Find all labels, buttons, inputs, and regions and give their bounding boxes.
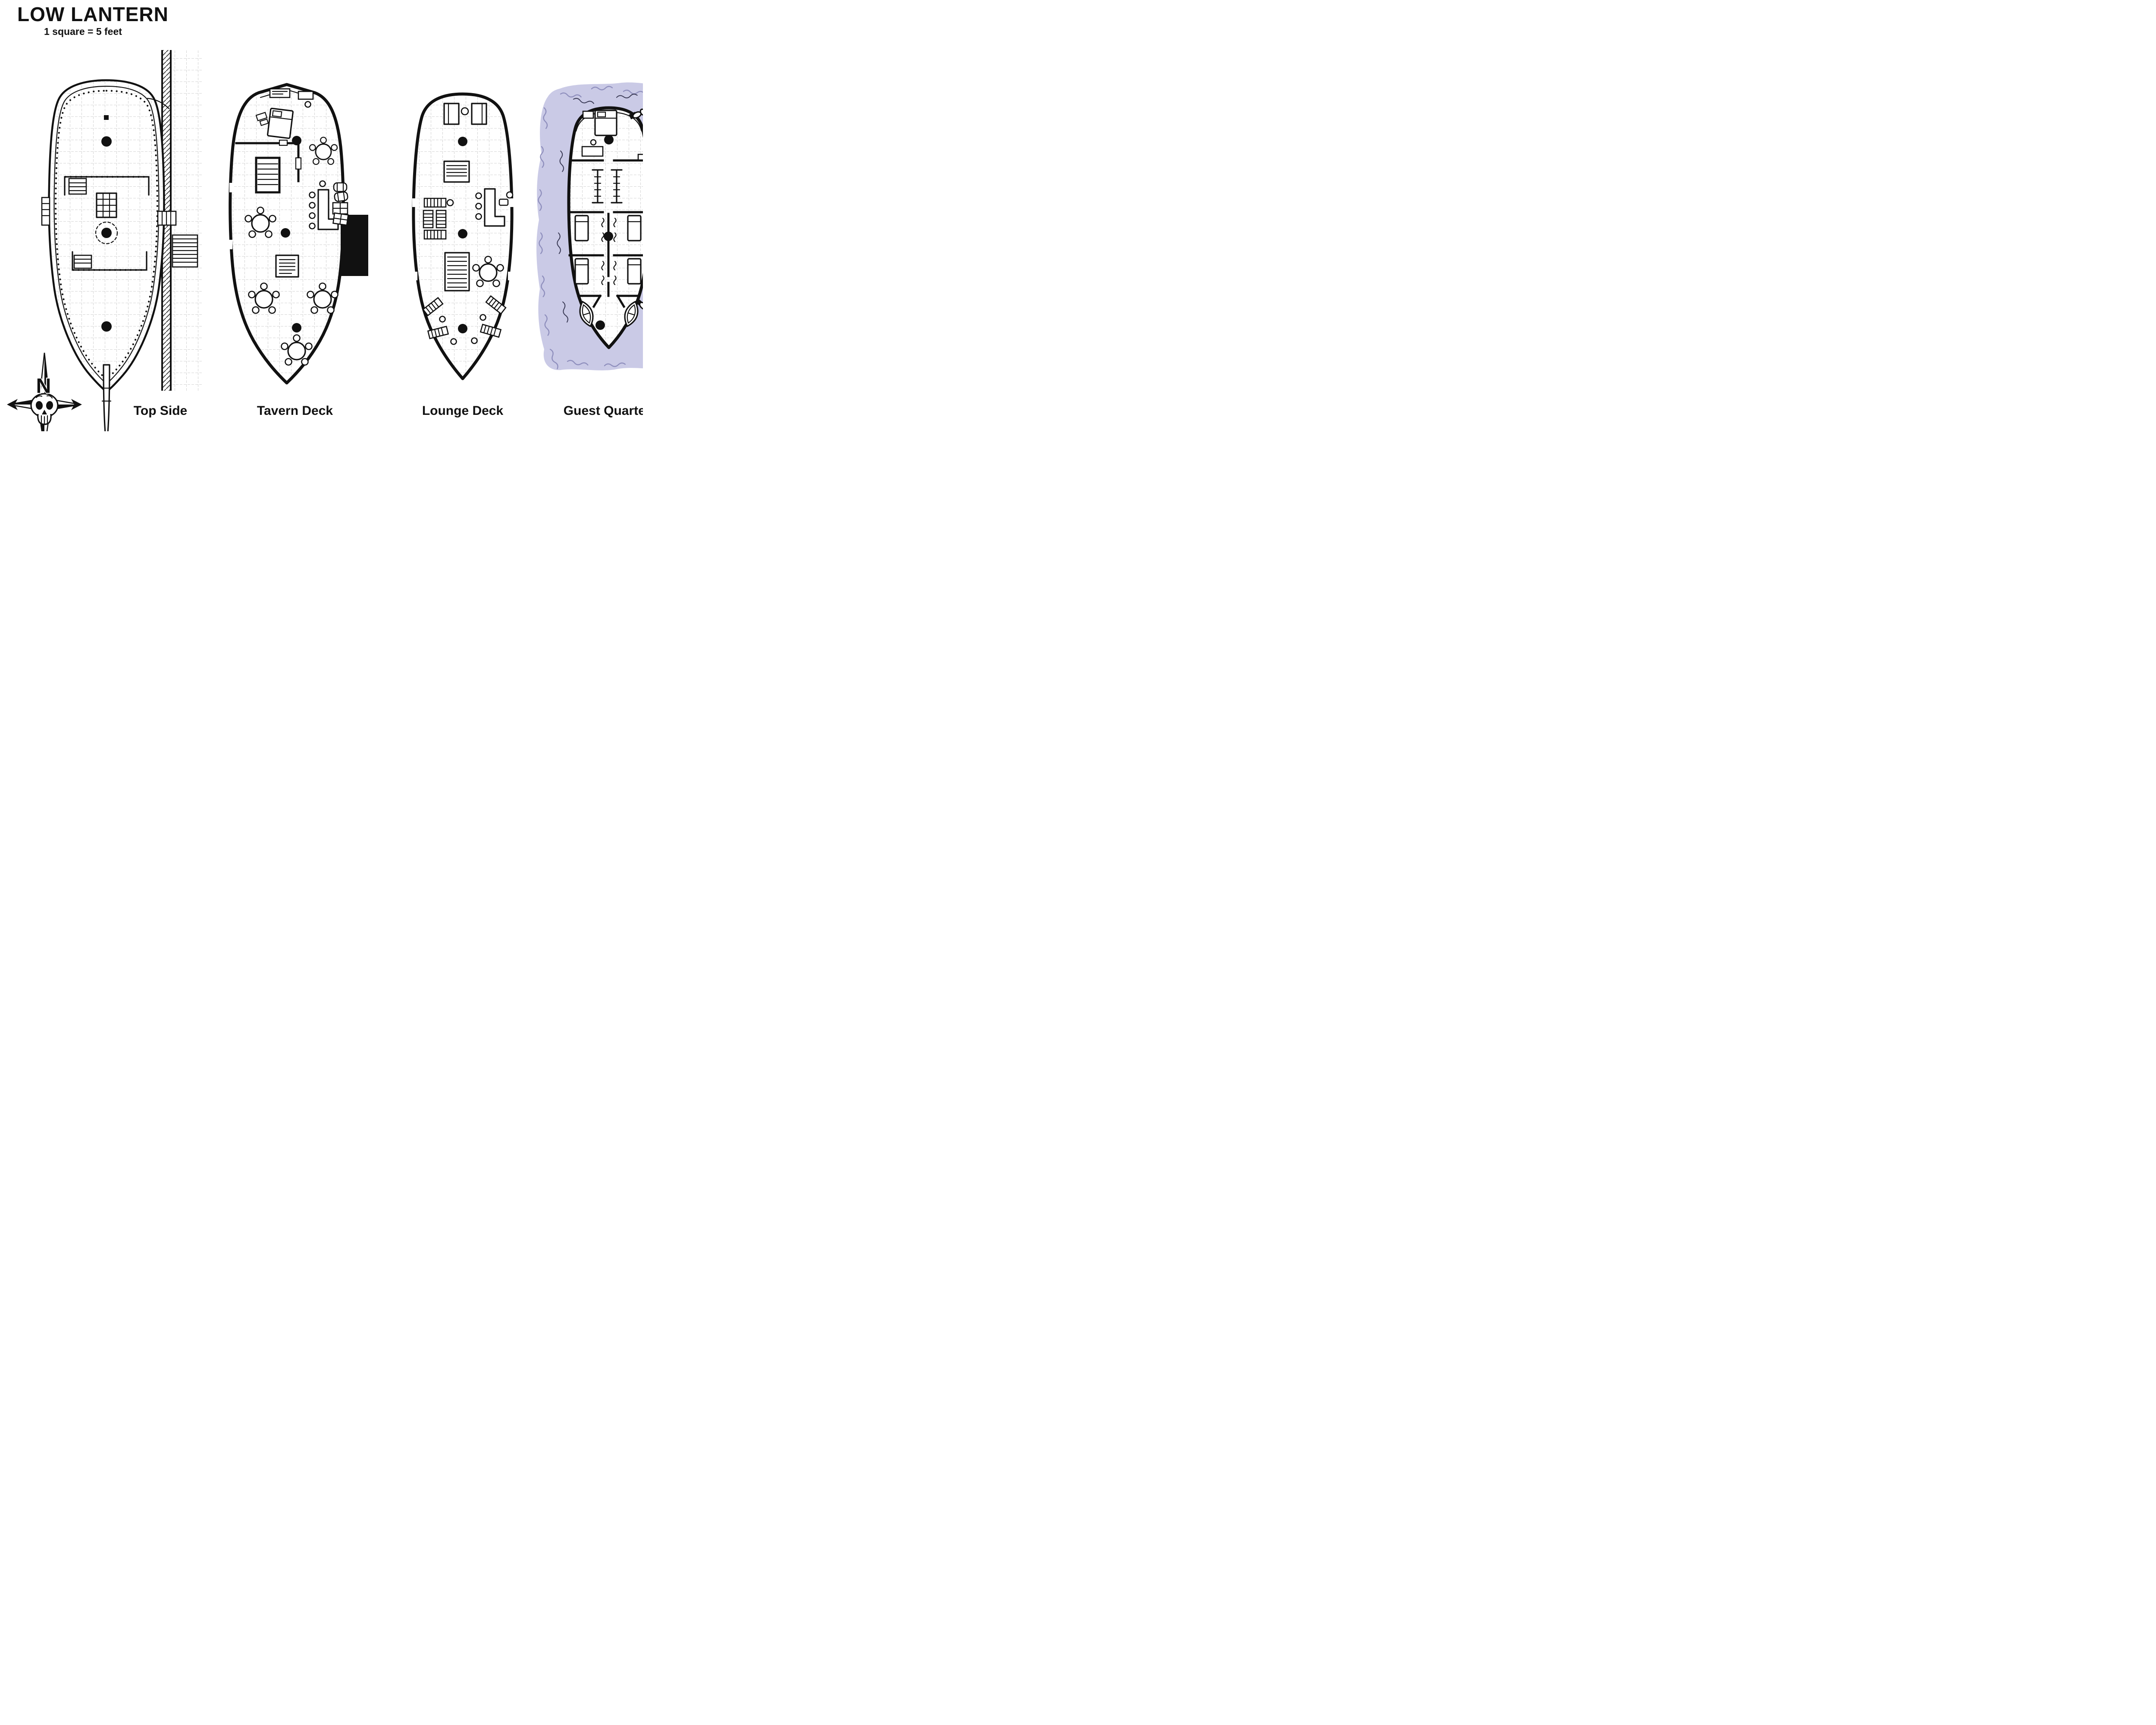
door	[279, 139, 288, 146]
couch	[443, 160, 470, 183]
cargo-skylight	[96, 192, 117, 218]
forward-railing	[64, 176, 150, 196]
mast-markers	[595, 135, 614, 330]
anchor-chains	[629, 108, 643, 310]
deck-plan-lounge-deck	[412, 92, 514, 380]
gangplank	[157, 210, 177, 226]
hatch-marker	[104, 115, 109, 120]
boarding-hatch	[637, 154, 643, 161]
map-title: LOW LANTERN	[17, 3, 169, 25]
seating-cluster	[423, 198, 454, 240]
captains-cabin-furniture	[255, 88, 314, 139]
deck-label-lounge-deck: Lounge Deck	[422, 404, 504, 418]
map-scale-note: 1 square = 5 feet	[44, 26, 122, 37]
skull-icon	[30, 393, 59, 425]
compass-rose	[7, 352, 82, 431]
bowsprit	[101, 364, 112, 431]
lounge-furniture	[422, 103, 514, 345]
deck-label-tavern-deck: Tavern Deck	[257, 404, 333, 418]
deck-plan-top-side	[41, 79, 177, 431]
barrels-and-crates	[332, 182, 349, 226]
mast-markers	[95, 136, 118, 332]
long-table	[444, 252, 470, 292]
stairs	[73, 254, 92, 269]
anchor-chain-top	[632, 108, 643, 119]
door	[295, 157, 302, 170]
anchor-chain-bottom	[639, 301, 643, 310]
bed	[267, 107, 294, 139]
deck-plan-guest-quarters	[567, 106, 643, 349]
stairwell	[255, 157, 281, 194]
deck-label-top-side: Top Side	[133, 404, 188, 418]
top-side-details	[41, 97, 170, 332]
compass-north-label: N	[36, 375, 51, 398]
bar-counter	[475, 188, 514, 227]
guest-hull	[567, 106, 643, 349]
chest	[582, 110, 594, 119]
captains-room	[581, 110, 643, 161]
chest	[298, 91, 314, 100]
battle-map-page: LOW LANTERN 1 square = 5 feet N Top Side…	[0, 0, 643, 431]
menu-table	[275, 254, 299, 278]
deck-label-guest-quarters: Guest Quarters	[563, 404, 643, 418]
deck-plan-tavern-deck	[229, 83, 368, 385]
mooring-rope	[147, 97, 170, 110]
aft-railing	[72, 251, 147, 271]
benches	[422, 295, 507, 345]
mast-markers	[281, 136, 301, 332]
tavern-tables	[244, 136, 339, 366]
desk	[269, 88, 291, 98]
beds	[443, 103, 487, 125]
tavern-walls	[235, 139, 302, 182]
ship-deck-plans-canvas	[7, 50, 643, 431]
mast-markers	[458, 137, 467, 333]
guest-walls	[568, 159, 643, 308]
dock-stairs	[172, 234, 198, 268]
side-ladder	[41, 197, 50, 226]
gunport-breaks	[412, 198, 514, 280]
desk	[581, 146, 604, 157]
